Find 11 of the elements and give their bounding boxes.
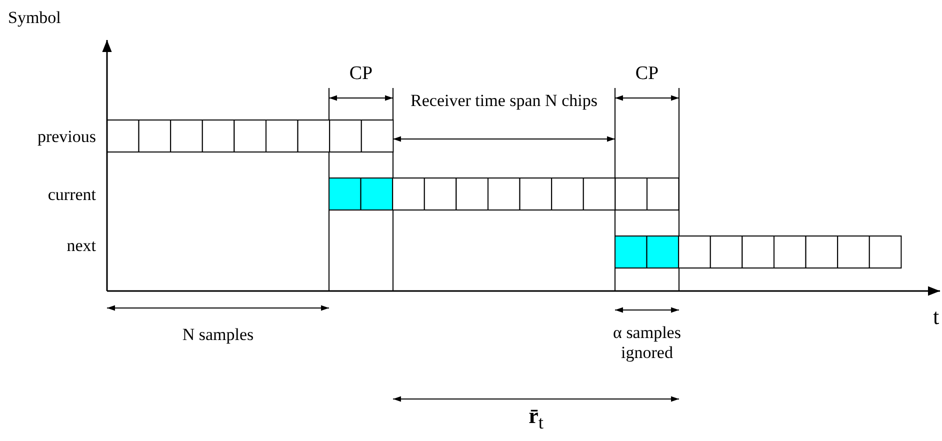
- dimension-label: r̄$_{t}$: [528, 406, 544, 432]
- axis-title: Symbol: [8, 8, 62, 28]
- dimension-label: Receiver time span N chips: [410, 91, 598, 111]
- row-label: next: [66, 236, 96, 256]
- row-label: current: [46, 185, 96, 205]
- dimension-label: α samples ignored: [612, 323, 682, 363]
- axis-title: t: [932, 307, 940, 327]
- dimension-label: CP: [348, 64, 374, 84]
- dimension-label: CP: [634, 64, 660, 84]
- row-label: previous: [36, 127, 96, 147]
- dimension-label: N samples: [181, 325, 255, 345]
